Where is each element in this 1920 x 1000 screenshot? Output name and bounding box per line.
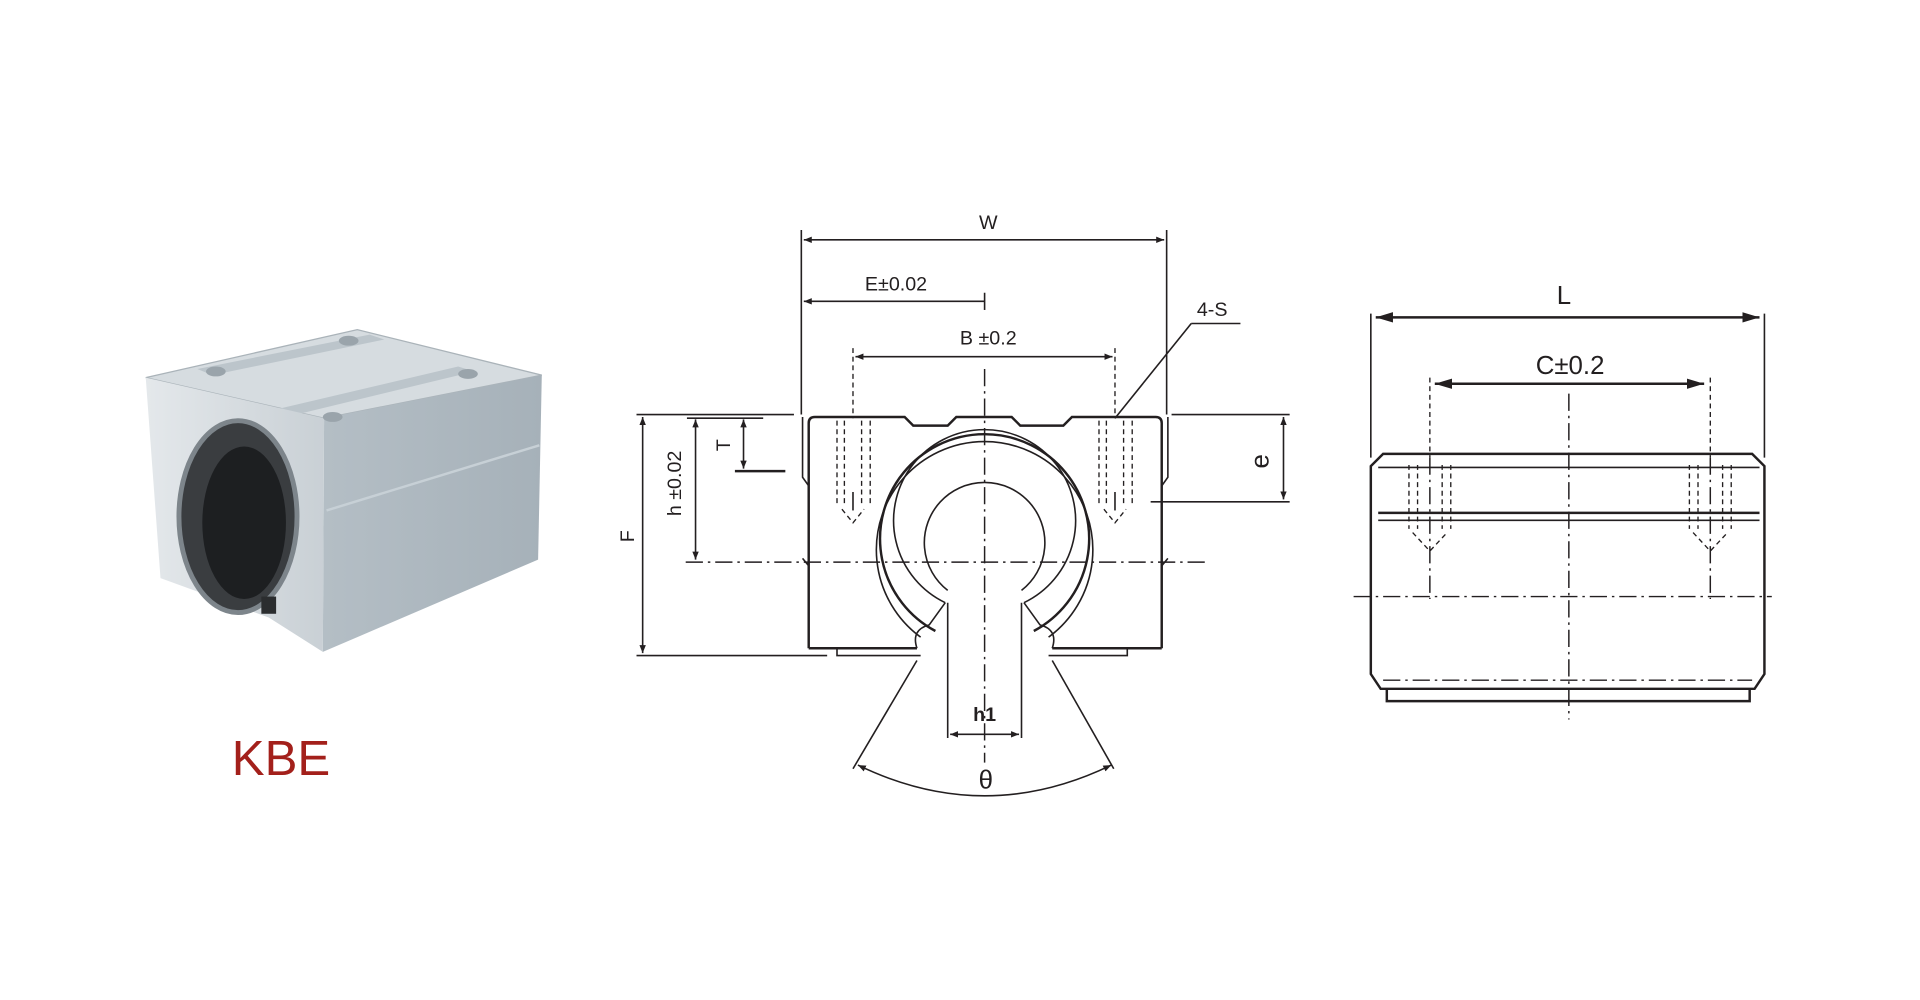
dim-c: C±0.2	[1536, 352, 1605, 380]
dim-h1: h1	[973, 704, 996, 726]
model-label: KBE	[232, 731, 330, 786]
product-photo	[145, 329, 542, 652]
dim-h: h ±0.02	[664, 451, 686, 517]
side-hole-left	[1408, 457, 1452, 600]
dim-w: W	[979, 212, 998, 234]
mount-hole-icon	[338, 335, 359, 346]
dim-e-small: e	[1247, 454, 1275, 468]
dim-4s: 4-S	[1197, 299, 1228, 321]
mount-hole-icon	[322, 412, 343, 422]
hole-right	[1098, 420, 1133, 524]
side-view: L C±0.2	[1353, 282, 1772, 720]
front-view: W E±0.02 B ±0.2 4-S	[617, 212, 1290, 797]
mount-hole-icon	[206, 366, 226, 377]
hole-left	[836, 420, 871, 524]
dim-t: T	[713, 439, 735, 451]
dim-f: F	[617, 530, 639, 542]
side-hole-right	[1688, 457, 1732, 600]
dim-theta: θ	[979, 766, 993, 794]
dim-e: E±0.02	[865, 273, 927, 295]
dim-l: L	[1557, 282, 1571, 310]
dim-b: B ±0.2	[960, 327, 1017, 349]
mount-hole-icon	[458, 369, 478, 379]
